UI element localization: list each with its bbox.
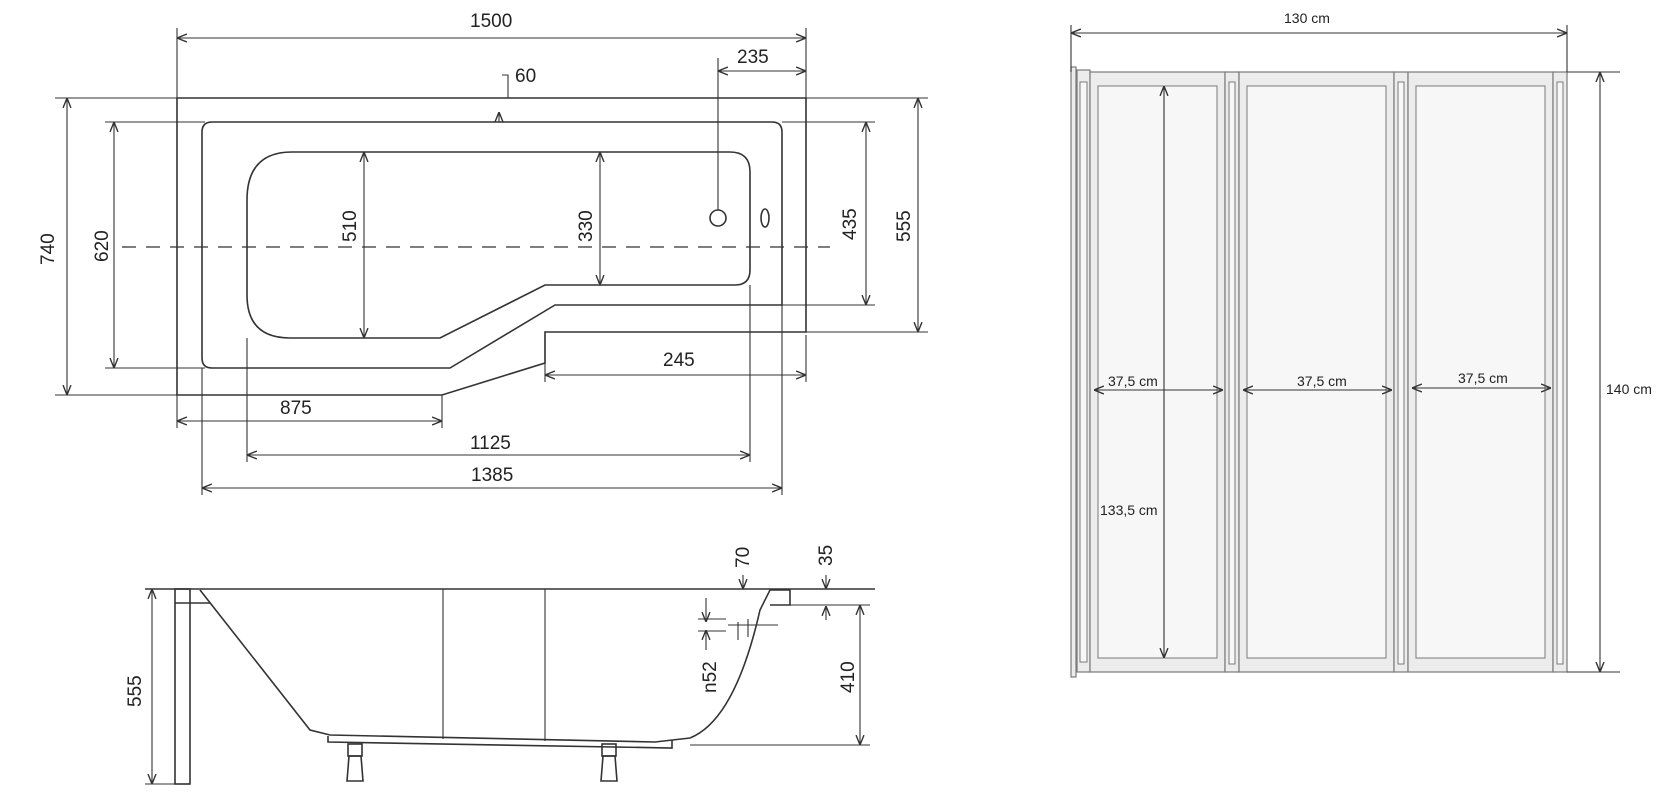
tub-side-outline [199,589,791,743]
screen-panel-2 [1238,71,1409,673]
dim-panel-1-width: 37,5 cm [1108,373,1158,389]
dim-overflow: n52 [700,661,721,693]
tub-foot-left [346,743,364,782]
dim-side-inner-height: 410 [838,661,859,693]
screen-panel-1 [1089,71,1240,673]
dim-screen-width: 130 cm [1284,10,1330,26]
dim-narrow-length: 875 [280,398,312,419]
screen-panel-3 [1407,71,1568,673]
dim-side-total-height: 555 [125,675,146,707]
bathtub-top-view: 1500 235 60 740 620 510 330 435 [38,11,928,495]
dim-rim-35: 35 [816,545,837,566]
dim-panel-height: 133,5 cm [1100,502,1158,518]
dim-inner-length: 1385 [471,465,513,486]
support-panel [174,588,191,785]
bathtub-side-view: 555 410 70 35 n52 [125,545,875,785]
dim-panel-3-width: 37,5 cm [1458,370,1508,386]
dim-step-length: 245 [663,350,695,371]
dim-rim-offset: 60 [515,66,536,87]
dim-rim-70: 70 [733,547,754,568]
drain-icon [709,209,727,227]
dim-basin-narrow-width: 330 [576,210,597,242]
dim-basin-width: 510 [340,210,361,242]
overflow-icon [760,208,770,228]
dim-wide-end-width: 555 [894,210,915,242]
shower-screen-view: 130 cm 140 cm 37,5 cm 37,5 cm 37,5 cm 13… [1070,10,1652,678]
dim-basin-length: 1125 [470,433,511,454]
dim-narrow-end-width: 435 [840,208,861,240]
tub-basin-outline [246,151,751,339]
tub-foot-right [600,743,618,782]
dim-overall-width: 740 [38,233,59,265]
tub-rim-outline [201,121,783,369]
dim-screen-height: 140 cm [1606,381,1652,397]
dim-drain-offset: 235 [737,47,769,68]
dim-panel-2-width: 37,5 cm [1297,373,1347,389]
dim-inner-width: 620 [92,230,113,262]
dim-overall-length: 1500 [470,11,512,32]
